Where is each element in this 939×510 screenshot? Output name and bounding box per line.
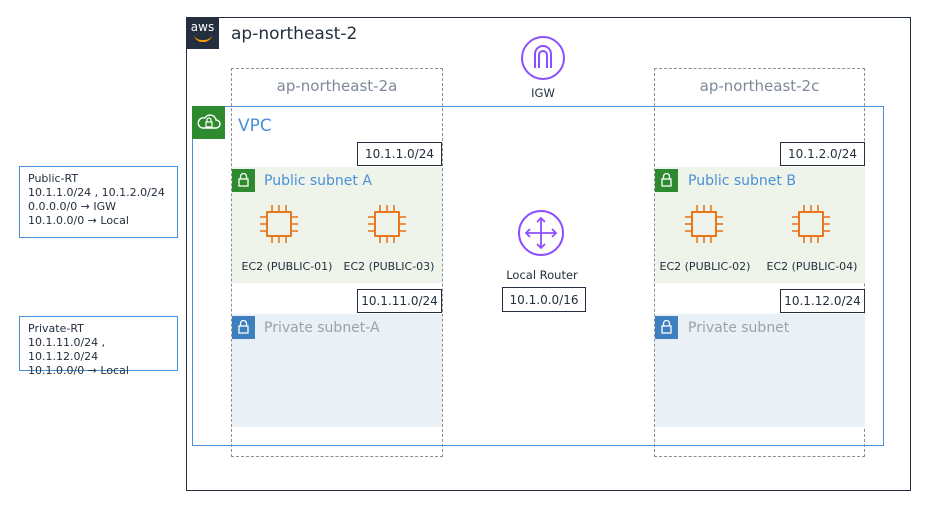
public-rt-line: 10.1.0.0/0 → Local (28, 214, 129, 227)
ec2-label: EC2 (PUBLIC-04) (766, 260, 858, 273)
subnet-lock-icon (655, 169, 678, 192)
vpc-label: VPC (238, 116, 272, 136)
ec2-label: EC2 (PUBLIC-03) (343, 260, 435, 273)
private-rt-line: 10.1.11.0/24 , 10.1.12.0/24 (28, 336, 106, 363)
igw-icon (520, 35, 566, 81)
ec2-instance-icon (366, 203, 408, 245)
public-rt-line: 0.0.0.0/0 → IGW (28, 200, 117, 213)
vpc-cloud-lock-icon (192, 106, 225, 139)
region-title: ap-northeast-2 (231, 24, 358, 44)
private-subnet-a (232, 314, 442, 427)
public-subnet-b (655, 167, 865, 283)
subnet-lock-icon (232, 169, 255, 192)
private-route-table: Private-RT 10.1.11.0/24 , 10.1.12.0/24 1… (19, 316, 178, 377)
router-icon (517, 209, 565, 257)
public-subnet-a-label: Public subnet A (264, 173, 372, 189)
vpc-container (192, 106, 884, 446)
router-cidr: 10.1.0.0/16 (502, 287, 586, 312)
private-subnet-a-cidr: 10.1.11.0/24 (357, 289, 442, 313)
az-box-2a (231, 68, 443, 457)
ec2-label: EC2 (PUBLIC-01) (241, 260, 333, 273)
private-subnet-b-cidr: 10.1.12.0/24 (780, 289, 865, 313)
private-rt-title: Private-RT (28, 322, 84, 335)
ec2-label: EC2 (PUBLIC-02) (659, 260, 751, 273)
router-label: Local Router (506, 268, 578, 282)
aws-logo-icon: aws (186, 17, 219, 49)
az-label-2c: ap-northeast-2c (699, 77, 820, 95)
region-container (186, 17, 911, 491)
ec2-instance-icon (790, 203, 832, 245)
public-rt-line: 10.1.1.0/24 , 10.1.2.0/24 (28, 186, 165, 199)
public-subnet-b-label: Public subnet B (688, 173, 796, 189)
aws-logo-text: aws (190, 19, 215, 34)
private-subnet-b (655, 314, 865, 427)
private-subnet-a-label: Private subnet-A (264, 320, 380, 336)
public-route-table: Public-RT 10.1.1.0/24 , 10.1.2.0/24 0.0.… (19, 166, 178, 238)
igw-label: IGW (531, 86, 555, 100)
az-label-2a: ap-northeast-2a (276, 77, 398, 95)
private-subnet-b-label: Private subnet (688, 320, 790, 336)
public-rt-title: Public-RT (28, 172, 79, 185)
private-rt-line: 10.1.0.0/0 → Local (28, 364, 129, 377)
ec2-instance-icon (683, 203, 725, 245)
public-subnet-a-cidr: 10.1.1.0/24 (357, 142, 442, 166)
public-subnet-b-cidr: 10.1.2.0/24 (780, 142, 865, 166)
subnet-lock-icon (232, 316, 255, 339)
subnet-lock-icon (655, 316, 678, 339)
ec2-instance-icon (258, 203, 300, 245)
